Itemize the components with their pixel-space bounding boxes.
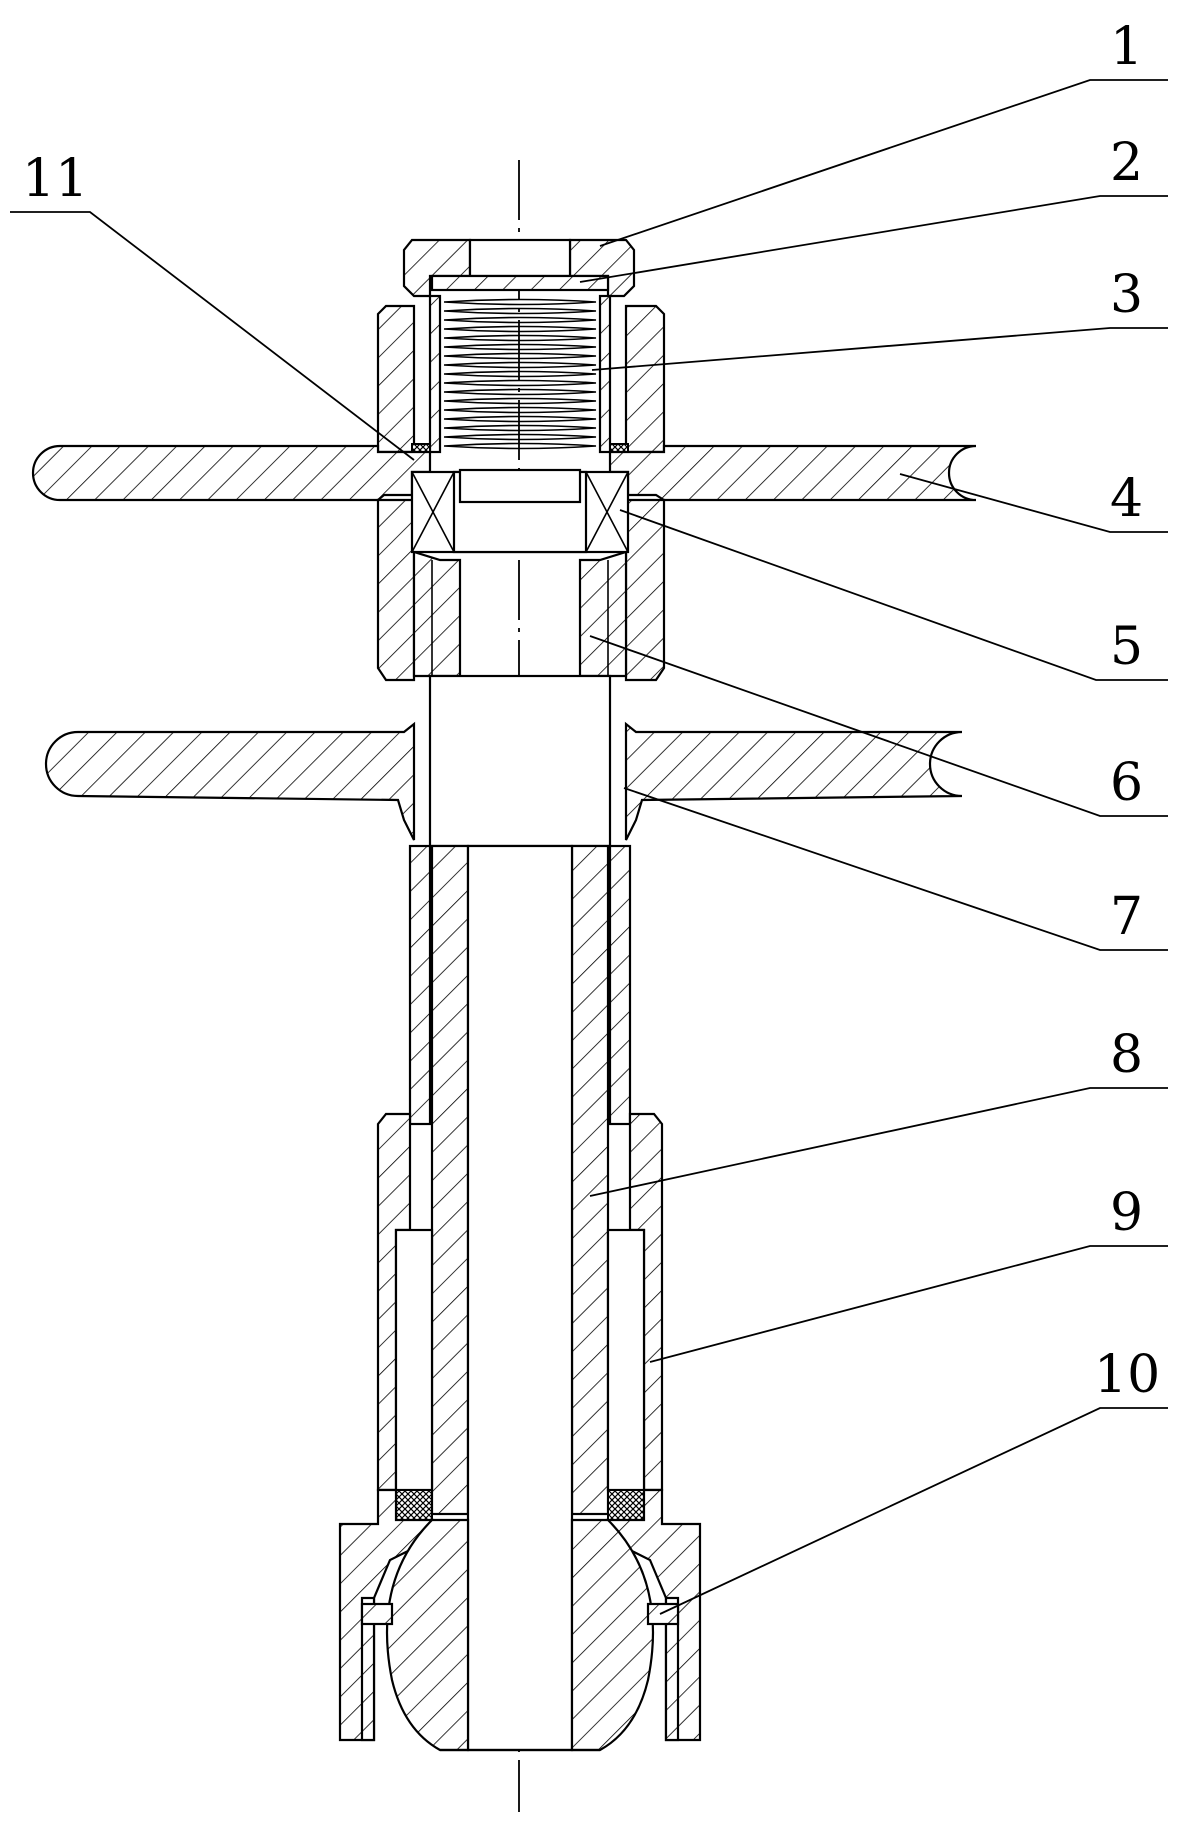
spring-coil bbox=[443, 370, 597, 378]
compression-spring bbox=[443, 298, 597, 450]
spring-coil bbox=[443, 343, 597, 351]
bearing bbox=[410, 468, 630, 554]
spring-coil bbox=[443, 415, 597, 423]
callout-labels: 1 2 3 4 5 6 7 8 9 10 11 bbox=[22, 17, 1160, 1405]
leader-lines bbox=[10, 79, 1168, 1615]
spring-coil bbox=[443, 433, 597, 441]
shaft-bore bbox=[466, 844, 574, 1752]
inner-shaft-left bbox=[430, 844, 470, 1516]
spring-sleeve bbox=[376, 294, 666, 454]
lower-handle bbox=[44, 721, 416, 841]
spring-coil bbox=[443, 424, 597, 432]
spring-coil bbox=[443, 442, 597, 450]
spring-coil bbox=[443, 388, 597, 396]
chamber bbox=[428, 674, 612, 848]
callout-3: 3 bbox=[1110, 265, 1143, 325]
spring-coil bbox=[443, 325, 597, 333]
spring-coil bbox=[443, 361, 597, 369]
upper-handle bbox=[31, 444, 432, 502]
upper-body-left bbox=[376, 498, 416, 682]
threaded-bushing bbox=[412, 550, 628, 678]
ball-housing bbox=[338, 1488, 702, 1752]
spring-coil bbox=[443, 298, 597, 306]
callout-4: 4 bbox=[1110, 469, 1143, 529]
upper-body-right bbox=[624, 498, 666, 682]
outer-tube-left bbox=[408, 844, 432, 1126]
spring-coil bbox=[443, 379, 597, 387]
callout-6: 6 bbox=[1110, 753, 1143, 813]
upper-handle-right bbox=[608, 444, 977, 502]
callout-8: 8 bbox=[1110, 1025, 1143, 1085]
spring-coil bbox=[443, 316, 597, 324]
spring-coil bbox=[443, 307, 597, 315]
callout-1: 1 bbox=[1110, 17, 1143, 77]
callout-5: 5 bbox=[1110, 617, 1143, 677]
callout-10: 10 bbox=[1094, 1345, 1160, 1405]
lower-handle-right bbox=[624, 721, 963, 841]
outer-tube-right bbox=[608, 844, 632, 1126]
callout-11: 11 bbox=[22, 149, 88, 209]
spring-coil bbox=[443, 334, 597, 342]
callout-9: 9 bbox=[1110, 1183, 1143, 1243]
spring-coil bbox=[443, 352, 597, 360]
spring-coil bbox=[443, 406, 597, 414]
spring-coil bbox=[443, 397, 597, 405]
gasket bbox=[430, 274, 610, 292]
callout-2: 2 bbox=[1110, 133, 1143, 193]
callout-7: 7 bbox=[1110, 887, 1143, 947]
inner-shaft-right bbox=[570, 844, 610, 1516]
